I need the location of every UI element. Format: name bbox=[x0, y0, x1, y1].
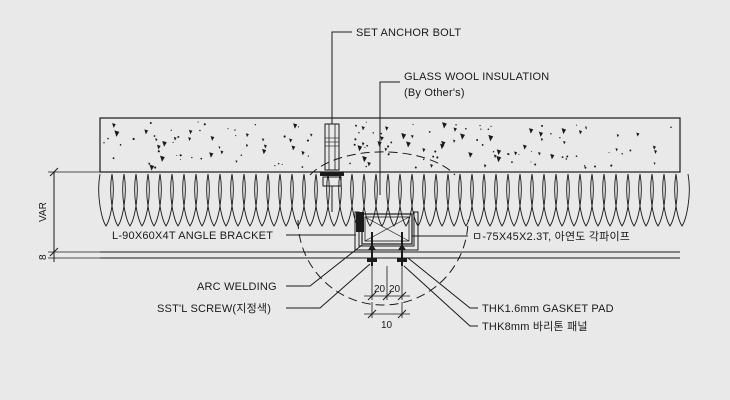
dim-ten: 10 bbox=[381, 320, 393, 331]
var-dimension bbox=[48, 167, 100, 262]
label-panel: THK8mm 바리톤 패널 bbox=[482, 320, 588, 333]
bottom-dimensions bbox=[364, 266, 410, 319]
label-by-others: (By Other's) bbox=[404, 87, 465, 99]
label-sstl-screw: SST'L SCREW(지정색) bbox=[157, 302, 271, 315]
dim-twenty-left: 20 bbox=[374, 284, 386, 295]
sstl-screws bbox=[367, 232, 407, 266]
square-pipe bbox=[361, 213, 413, 245]
dim-twenty-right: 20 bbox=[389, 284, 401, 295]
label-set-anchor-bolt: SET ANCHOR BOLT bbox=[356, 27, 461, 39]
label-gasket-pad: THK1.6mm GASKET PAD bbox=[482, 303, 614, 315]
label-arc-welding: ARC WELDING bbox=[197, 281, 277, 293]
glass-wool-insulation bbox=[98, 173, 690, 227]
concrete-slab bbox=[99, 117, 681, 173]
label-square-pipe: ㅁ-75X45X2.3T, 아연도 각파이프 bbox=[472, 230, 630, 243]
label-glass-wool: GLASS WOOL INSULATION bbox=[404, 71, 549, 83]
detail-circle bbox=[297, 151, 469, 306]
label-angle-bracket: L-90X60X4T ANGLE BRACKET bbox=[112, 230, 273, 242]
dim-var: VAR bbox=[38, 202, 49, 222]
concrete-aggregate bbox=[103, 121, 672, 171]
dim-eight: 8 bbox=[38, 254, 49, 260]
anchor-bolt bbox=[320, 123, 344, 212]
leader-lines bbox=[286, 31, 478, 327]
baritone-panel bbox=[100, 251, 680, 259]
